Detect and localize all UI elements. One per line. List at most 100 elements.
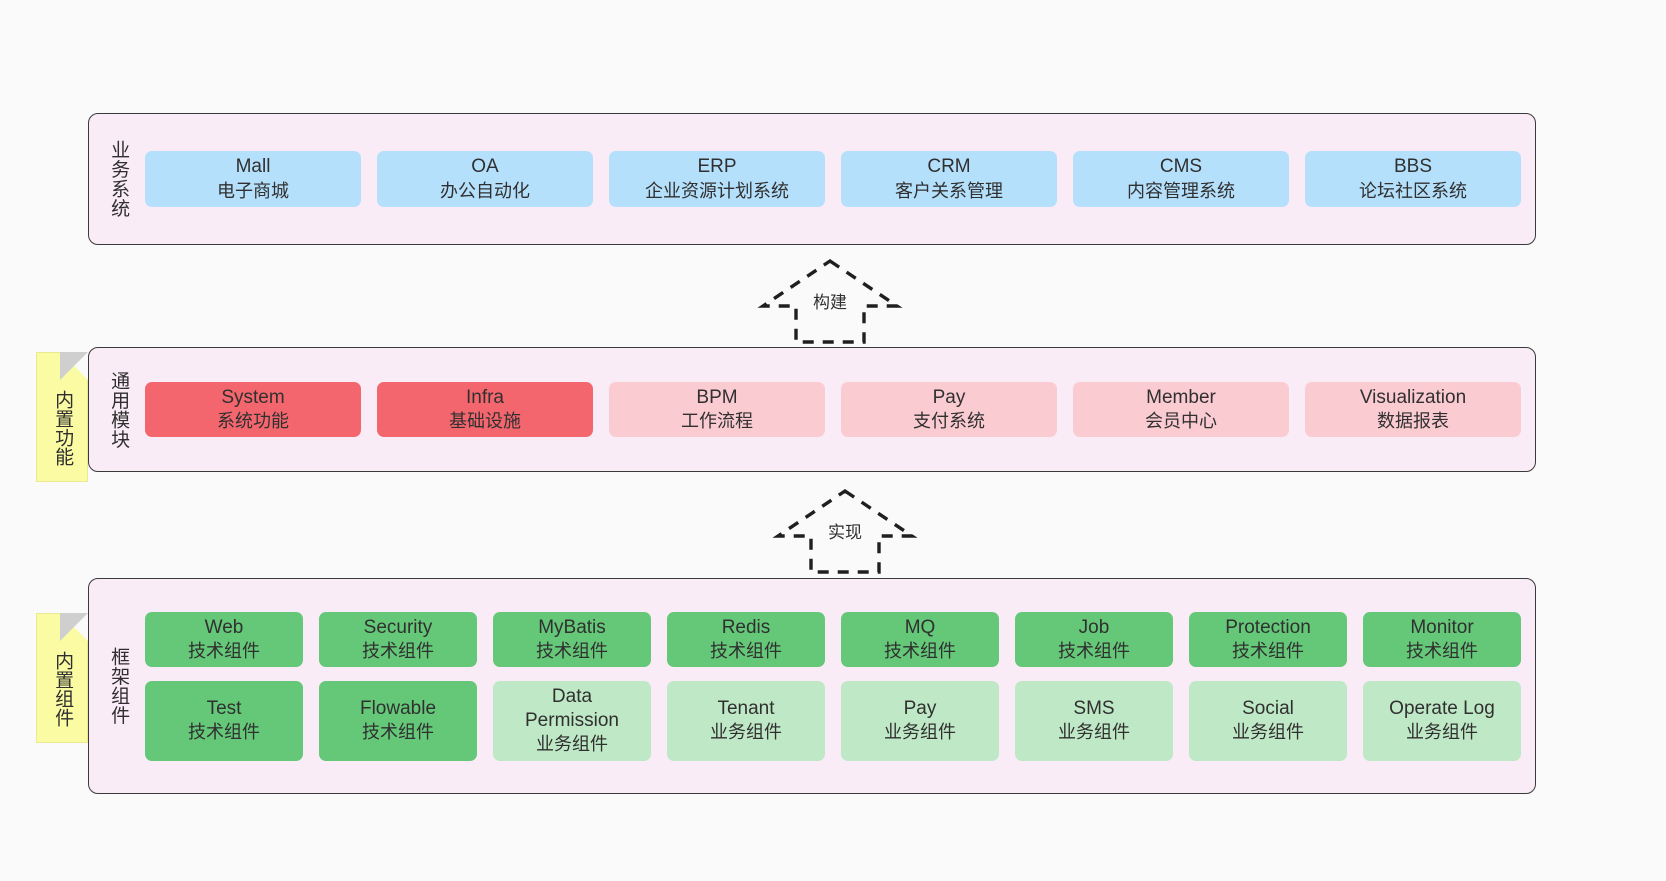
card-visualization-title: Visualization — [1359, 386, 1467, 408]
card-sms[interactable]: SMS 业务组件 — [1015, 680, 1173, 761]
card-pay-component-title: Pay — [903, 698, 937, 719]
card-bpm[interactable]: BPM 工作流程 — [609, 381, 825, 438]
card-infra-title: Infra — [465, 386, 505, 408]
card-social[interactable]: Social 业务组件 — [1189, 680, 1347, 761]
card-pay-module-subtitle: 支付系统 — [913, 411, 985, 432]
card-protection[interactable]: Protection 技术组件 — [1189, 611, 1347, 667]
card-mybatis-subtitle: 技术组件 — [536, 640, 608, 661]
card-infra[interactable]: Infra 基础设施 — [377, 381, 593, 438]
card-visualization[interactable]: Visualization 数据报表 — [1305, 381, 1521, 438]
framework-business-row: Test 技术组件 Flowable 技术组件 Data Permission … — [145, 680, 1521, 761]
tag-builtin-component: 内置组件 — [36, 613, 88, 743]
card-mq[interactable]: MQ 技术组件 — [841, 611, 999, 667]
card-crm-title: CRM — [927, 156, 971, 178]
common-module-row: System 系统功能 Infra 基础设施 BPM 工作流程 Pay 支付系统… — [145, 381, 1521, 438]
card-erp-title: ERP — [697, 156, 737, 178]
card-system-subtitle: 系统功能 — [217, 411, 289, 432]
business-system-row: Mall 电子商城 OA 办公自动化 ERP 企业资源计划系统 CRM 客户关系… — [145, 151, 1521, 207]
card-bpm-title: BPM — [696, 386, 738, 408]
layer-common-module-title: 通用模块 — [108, 370, 130, 449]
card-bbs-title: BBS — [1393, 156, 1433, 178]
layer-framework-components: 框架组件 Web 技术组件 Security 技术组件 MyBatis 技术组件… — [88, 578, 1536, 794]
card-monitor[interactable]: Monitor 技术组件 — [1363, 611, 1521, 667]
card-bbs[interactable]: BBS 论坛社区系统 — [1305, 151, 1521, 207]
layer-common-module-body: System 系统功能 Infra 基础设施 BPM 工作流程 Pay 支付系统… — [137, 348, 1535, 471]
card-mq-subtitle: 技术组件 — [884, 640, 956, 661]
card-sms-title: SMS — [1073, 698, 1115, 719]
card-infra-subtitle: 基础设施 — [449, 411, 521, 432]
framework-tech-row: Web 技术组件 Security 技术组件 MyBatis 技术组件 Redi… — [145, 611, 1521, 667]
card-redis-subtitle: 技术组件 — [710, 640, 782, 661]
tag-builtin-component-label: 内置组件 — [52, 651, 74, 727]
card-flowable-subtitle: 技术组件 — [362, 722, 434, 743]
card-crm[interactable]: CRM 客户关系管理 — [841, 151, 1057, 207]
card-pay-module-title: Pay — [932, 386, 966, 408]
card-pay-component[interactable]: Pay 业务组件 — [841, 680, 999, 761]
card-pay-component-subtitle: 业务组件 — [884, 722, 956, 743]
card-social-subtitle: 业务组件 — [1232, 722, 1304, 743]
layer-business-system-body: Mall 电子商城 OA 办公自动化 ERP 企业资源计划系统 CRM 客户关系… — [137, 114, 1535, 244]
build-arrow-icon — [757, 258, 903, 344]
connector-implement-label: 实现 — [826, 523, 864, 543]
card-mybatis-title: MyBatis — [538, 616, 606, 638]
card-pay-module[interactable]: Pay 支付系统 — [841, 381, 1057, 438]
card-job-subtitle: 技术组件 — [1058, 640, 1130, 661]
card-redis-title: Redis — [721, 616, 771, 638]
card-security-title: Security — [363, 616, 433, 638]
card-cms-title: CMS — [1159, 156, 1203, 178]
tag-builtin-function-label: 内置功能 — [52, 390, 74, 466]
layer-business-system: 业务系统 Mall 电子商城 OA 办公自动化 ERP 企业资源计划系统 CRM… — [88, 113, 1536, 245]
card-operate-log[interactable]: Operate Log 业务组件 — [1363, 680, 1521, 761]
card-job-title: Job — [1078, 616, 1110, 638]
card-mall-subtitle: 电子商城 — [217, 180, 289, 201]
card-mall-title: Mall — [235, 156, 271, 178]
card-flowable[interactable]: Flowable 技术组件 — [319, 680, 477, 761]
layer-business-system-title: 业务系统 — [108, 140, 130, 218]
card-member-title: Member — [1146, 386, 1216, 408]
card-bpm-subtitle: 工作流程 — [681, 411, 753, 432]
card-member-subtitle: 会员中心 — [1145, 411, 1217, 432]
card-tenant[interactable]: Tenant 业务组件 — [667, 680, 825, 761]
connector-build-label: 构建 — [811, 293, 849, 313]
card-oa[interactable]: OA 办公自动化 — [377, 151, 593, 207]
layer-framework-components-body: Web 技术组件 Security 技术组件 MyBatis 技术组件 Redi… — [137, 579, 1535, 793]
card-protection-title: Protection — [1225, 616, 1311, 638]
card-cms-subtitle: 内容管理系统 — [1127, 180, 1235, 201]
card-social-title: Social — [1242, 698, 1294, 719]
layer-common-module: 通用模块 System 系统功能 Infra 基础设施 BPM 工作流程 Pay… — [88, 347, 1536, 472]
tag-builtin-function: 内置功能 — [36, 352, 88, 482]
card-erp-subtitle: 企业资源计划系统 — [645, 180, 789, 201]
card-redis[interactable]: Redis 技术组件 — [667, 611, 825, 667]
card-system[interactable]: System 系统功能 — [145, 381, 361, 438]
card-test[interactable]: Test 技术组件 — [145, 680, 303, 761]
card-web-title: Web — [204, 616, 244, 638]
card-cms[interactable]: CMS 内容管理系统 — [1073, 151, 1289, 207]
card-monitor-title: Monitor — [1410, 616, 1474, 638]
card-test-subtitle: 技术组件 — [188, 722, 260, 743]
card-erp[interactable]: ERP 企业资源计划系统 — [609, 151, 825, 207]
implement-arrow-icon — [772, 488, 918, 574]
card-test-title: Test — [206, 698, 242, 719]
card-web[interactable]: Web 技术组件 — [145, 611, 303, 667]
card-crm-subtitle: 客户关系管理 — [895, 180, 1003, 201]
card-data-permission[interactable]: Data Permission 业务组件 — [493, 680, 651, 761]
connector-build: 构建 — [757, 258, 903, 344]
card-oa-title: OA — [471, 156, 499, 178]
card-security[interactable]: Security 技术组件 — [319, 611, 477, 667]
card-mall[interactable]: Mall 电子商城 — [145, 151, 361, 207]
card-system-title: System — [221, 386, 285, 408]
card-mq-title: MQ — [904, 616, 936, 638]
card-data-permission-title: Data Permission — [525, 685, 619, 732]
card-mybatis[interactable]: MyBatis 技术组件 — [493, 611, 651, 667]
card-operate-log-subtitle: 业务组件 — [1406, 722, 1478, 743]
card-visualization-subtitle: 数据报表 — [1377, 411, 1449, 432]
card-flowable-title: Flowable — [359, 698, 437, 719]
card-member[interactable]: Member 会员中心 — [1073, 381, 1289, 438]
card-job[interactable]: Job 技术组件 — [1015, 611, 1173, 667]
card-operate-log-title: Operate Log — [1389, 698, 1495, 719]
card-web-subtitle: 技术组件 — [188, 640, 260, 661]
card-bbs-subtitle: 论坛社区系统 — [1359, 180, 1467, 201]
card-oa-subtitle: 办公自动化 — [440, 180, 530, 201]
card-protection-subtitle: 技术组件 — [1232, 640, 1304, 661]
